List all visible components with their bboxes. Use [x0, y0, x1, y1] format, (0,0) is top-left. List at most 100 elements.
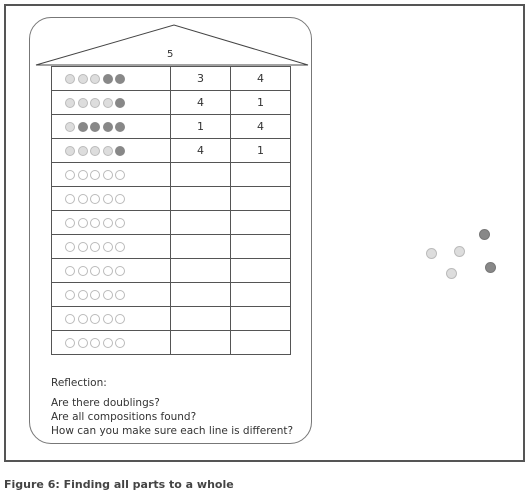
empty-bead: [90, 290, 100, 300]
part-a-cell: [170, 210, 231, 235]
part-a-cell: [170, 258, 231, 283]
reflection-question: How can you make sure each line is diffe…: [51, 425, 294, 437]
dark-loose-bead: [479, 229, 490, 240]
empty-bead: [115, 338, 125, 348]
light-bead: [65, 146, 75, 156]
part-a-cell: [170, 330, 231, 355]
figure-frame: [4, 4, 525, 462]
empty-bead: [77, 218, 88, 228]
part-b-cell: [230, 234, 291, 259]
part-b-cell: 4: [230, 114, 291, 139]
empty-bead: [102, 242, 113, 252]
part-a-cell: 3: [170, 66, 231, 91]
empty-bead: [77, 242, 88, 252]
empty-bead: [102, 170, 113, 180]
empty-bead: [65, 242, 75, 252]
part-a-cell: [170, 234, 231, 259]
light-loose-bead: [454, 246, 465, 257]
bead-cell: [51, 258, 171, 283]
dark-bead: [115, 98, 125, 108]
empty-bead: [115, 266, 125, 276]
part-a-cell: 4: [170, 90, 231, 115]
reflection-heading: Reflection:: [51, 377, 107, 389]
empty-bead: [102, 314, 113, 324]
bead-cell: [51, 186, 171, 211]
whole-number: 5: [167, 49, 174, 60]
part-b-cell: 1: [230, 138, 291, 163]
empty-bead: [65, 290, 75, 300]
empty-bead: [115, 194, 125, 204]
dark-bead: [115, 146, 125, 156]
empty-bead: [65, 314, 75, 324]
bead-cell: [51, 234, 171, 259]
light-bead: [77, 74, 88, 84]
empty-bead: [65, 194, 75, 204]
empty-bead: [77, 170, 88, 180]
part-b-cell: [230, 186, 291, 211]
empty-bead: [102, 266, 113, 276]
empty-bead: [77, 194, 88, 204]
light-bead: [65, 122, 75, 132]
dark-loose-bead: [485, 262, 496, 273]
bead-cell: [51, 162, 171, 187]
part-a-cell: 1: [170, 114, 231, 139]
empty-bead: [77, 266, 88, 276]
bead-cell: [51, 138, 171, 163]
part-b-cell: 1: [230, 90, 291, 115]
figure-caption: Figure 6: Finding all parts to a whole: [4, 478, 234, 491]
empty-bead: [90, 170, 100, 180]
light-bead: [77, 146, 88, 156]
empty-bead: [115, 314, 125, 324]
dark-bead: [102, 122, 113, 132]
dark-bead: [90, 122, 100, 132]
empty-bead: [102, 338, 113, 348]
empty-bead: [90, 266, 100, 276]
part-a-cell: [170, 186, 231, 211]
table-row: [51, 282, 291, 307]
light-bead: [77, 98, 88, 108]
empty-bead: [102, 194, 113, 204]
table-row: [51, 210, 291, 235]
light-bead: [102, 146, 113, 156]
reflection-question: Are there doublings?: [51, 397, 160, 409]
part-b-cell: [230, 306, 291, 331]
table-row: [51, 186, 291, 211]
empty-bead: [65, 170, 75, 180]
light-bead: [102, 98, 113, 108]
table-row: [51, 306, 291, 331]
part-b-cell: [230, 282, 291, 307]
part-b-cell: [230, 210, 291, 235]
empty-bead: [77, 314, 88, 324]
reflection-block: Reflection: Are there doublings? Are all…: [51, 376, 293, 438]
table-row: [51, 258, 291, 283]
dark-bead: [102, 74, 113, 84]
part-b-cell: 4: [230, 66, 291, 91]
empty-bead: [77, 290, 88, 300]
light-bead: [90, 98, 100, 108]
bead-cell: [51, 330, 171, 355]
dark-bead: [115, 74, 125, 84]
empty-bead: [90, 314, 100, 324]
dark-bead: [115, 122, 125, 132]
light-bead: [90, 146, 100, 156]
empty-bead: [90, 338, 100, 348]
reflection-question: Are all compositions found?: [51, 411, 197, 423]
light-bead: [65, 74, 75, 84]
empty-bead: [115, 242, 125, 252]
empty-bead: [65, 338, 75, 348]
part-a-cell: [170, 306, 231, 331]
bead-cell: [51, 90, 171, 115]
bead-cell: [51, 210, 171, 235]
empty-bead: [90, 218, 100, 228]
empty-bead: [90, 242, 100, 252]
table-row: [51, 162, 291, 187]
number-house-card: [29, 17, 312, 444]
table-row: [51, 234, 291, 259]
empty-bead: [115, 290, 125, 300]
bead-cell: [51, 66, 171, 91]
